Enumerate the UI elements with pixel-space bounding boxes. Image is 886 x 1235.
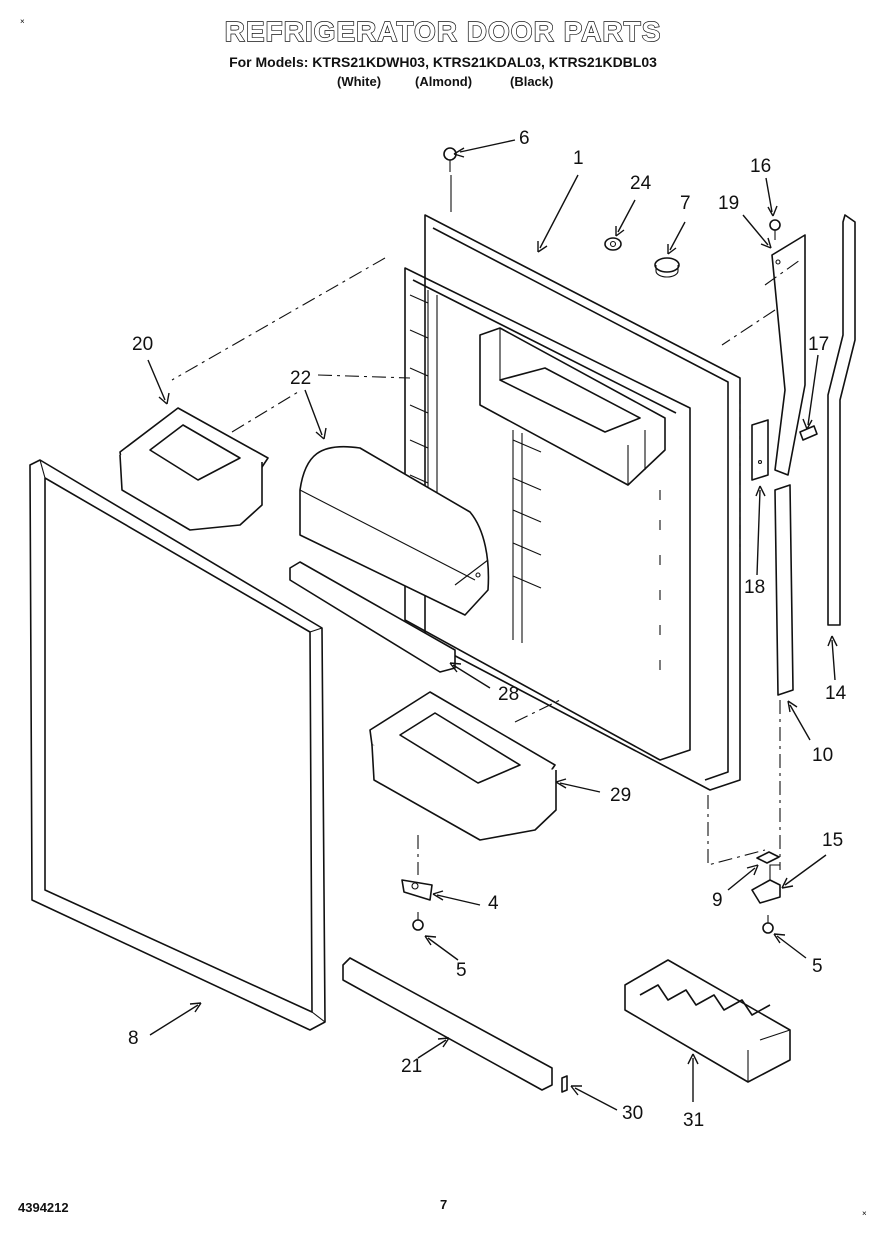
screw-part-5-right <box>762 915 774 934</box>
rail-part-21 <box>342 957 553 1091</box>
callout-28: 28 <box>498 684 520 705</box>
gasket-part-8 <box>29 459 326 1031</box>
color-almond: (Almond) <box>415 74 473 89</box>
svg-text:×: × <box>862 1209 867 1218</box>
hinge-bar-part-10 <box>774 484 794 696</box>
callout-8: 8 <box>128 1028 139 1049</box>
callout-10: 10 <box>812 745 834 766</box>
hinge-bracket-part-15 <box>751 864 781 904</box>
callout-18: 18 <box>744 577 766 598</box>
part-number: 4394212 <box>18 1200 69 1215</box>
callout-22: 22 <box>290 368 312 389</box>
color-black: (Black) <box>510 74 554 89</box>
callout-31: 31 <box>683 1110 705 1131</box>
screw-part-17 <box>799 425 818 441</box>
color-white: (White) <box>337 74 382 89</box>
callout-6: 6 <box>519 128 530 149</box>
trim-strip-part-14 <box>827 214 856 626</box>
rail-part-28 <box>289 561 456 673</box>
callout-17: 17 <box>808 334 830 355</box>
callout-20: 20 <box>132 334 154 355</box>
callout-arrows <box>147 139 838 1111</box>
egg-tray-part-31 <box>624 959 791 1083</box>
bushing-part-24 <box>604 237 622 251</box>
screw-part-16 <box>769 219 781 240</box>
callout-9: 9 <box>712 890 723 911</box>
bin-part-29 <box>369 691 557 841</box>
callout-5-left: 5 <box>456 960 467 981</box>
callout-30: 30 <box>622 1103 644 1124</box>
dairy-door-part-22 <box>299 445 490 616</box>
hinge-part-19 <box>771 234 806 476</box>
callout-16: 16 <box>750 156 772 177</box>
callout-1: 1 <box>573 148 584 169</box>
callout-21: 21 <box>401 1056 423 1077</box>
callout-15: 15 <box>822 830 844 851</box>
end-cap-part-30 <box>561 1075 568 1093</box>
washer-part-9 <box>756 851 780 864</box>
plug-part-7 <box>654 257 680 278</box>
page-title: REFRIGERATOR DOOR PARTS <box>224 15 662 47</box>
shim-part-18 <box>751 419 769 481</box>
callout-7: 7 <box>680 193 691 214</box>
callout-4: 4 <box>488 893 499 914</box>
page-number: 7 <box>440 1197 448 1212</box>
callout-5-right: 5 <box>812 956 823 977</box>
svg-text:×: × <box>20 17 25 26</box>
callout-14: 14 <box>825 683 847 704</box>
callout-19: 19 <box>718 193 740 214</box>
screw-part-5-left <box>412 912 424 931</box>
bin-part-20 <box>119 407 269 531</box>
door-liner-part-1 <box>404 214 741 791</box>
model-list: For Models: KTRS21KDWH03, KTRS21KDAL03, … <box>229 54 657 70</box>
callout-24: 24 <box>630 173 652 194</box>
hinge-part-4 <box>401 879 433 901</box>
callout-29: 29 <box>610 785 632 806</box>
screw-part-6 <box>443 147 457 172</box>
